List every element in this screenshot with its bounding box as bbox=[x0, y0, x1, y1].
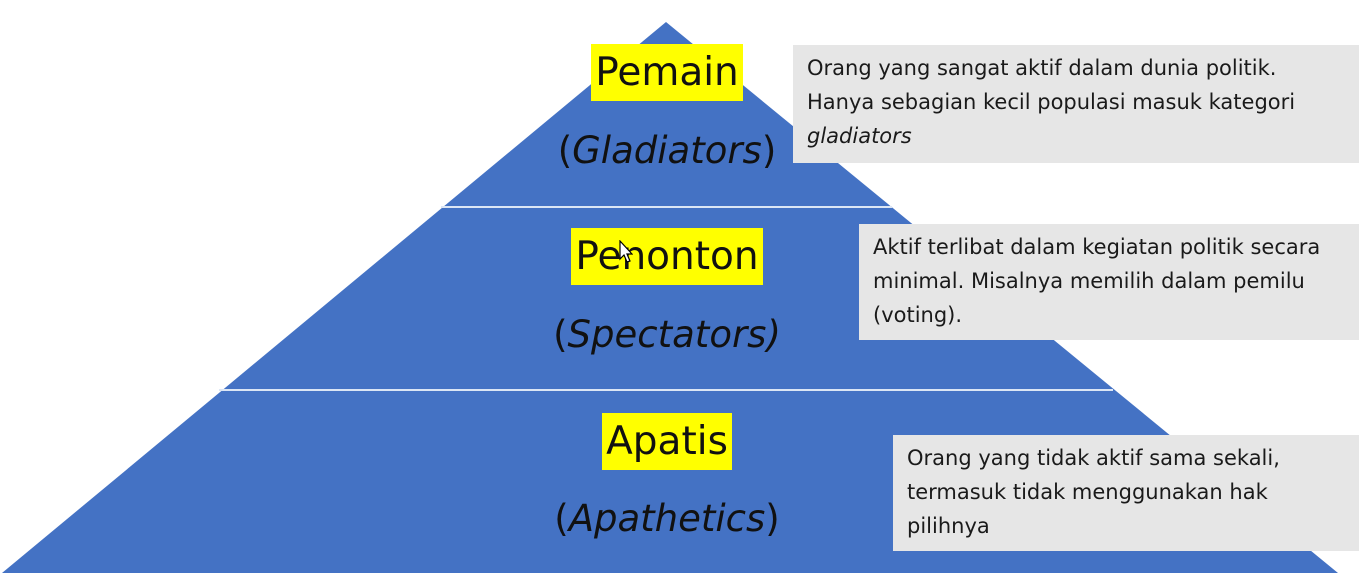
tier-apatis-subtitle: (Apathetics) bbox=[554, 497, 780, 540]
tier-penonton-subtitle-text: Spectators) bbox=[567, 313, 781, 356]
tier-apatis-title: Apatis bbox=[602, 413, 732, 470]
tier-penonton-title: Penonton bbox=[571, 228, 763, 285]
tier-apatis-title-wrap: Apatis bbox=[467, 413, 867, 470]
tier-pemain-title-wrap: Pemain bbox=[467, 44, 867, 101]
tier-penonton-title-wrap: Penonton bbox=[467, 228, 867, 285]
tier-pemain-description: Orang yang sangat aktif dalam dunia poli… bbox=[807, 56, 1296, 114]
tier-pemain-description-box: Orang yang sangat aktif dalam dunia poli… bbox=[793, 45, 1359, 163]
tier-apatis-description-box: Orang yang tidak aktif sama sekali, term… bbox=[893, 435, 1359, 551]
mouse-pointer-icon bbox=[619, 240, 633, 263]
tier-penonton-description-box: Aktif terlibat dalam kegiatan politik se… bbox=[859, 224, 1359, 340]
tier-pemain-description-italic: gladiators bbox=[807, 124, 912, 148]
tier-penonton-description: Aktif terlibat dalam kegiatan politik se… bbox=[873, 235, 1321, 327]
tier-pemain-subtitle-text: Gladiators bbox=[572, 129, 762, 172]
tier-penonton-subtitle: (Spectators) bbox=[553, 313, 781, 356]
tier-pemain-subtitle: (Gladiators) bbox=[557, 129, 777, 172]
tier-apatis-subtitle-text: Apathetics bbox=[568, 497, 766, 540]
tier-apatis-description: Orang yang tidak aktif sama sekali, term… bbox=[907, 446, 1280, 538]
tier-pemain-title: Pemain bbox=[591, 44, 743, 101]
